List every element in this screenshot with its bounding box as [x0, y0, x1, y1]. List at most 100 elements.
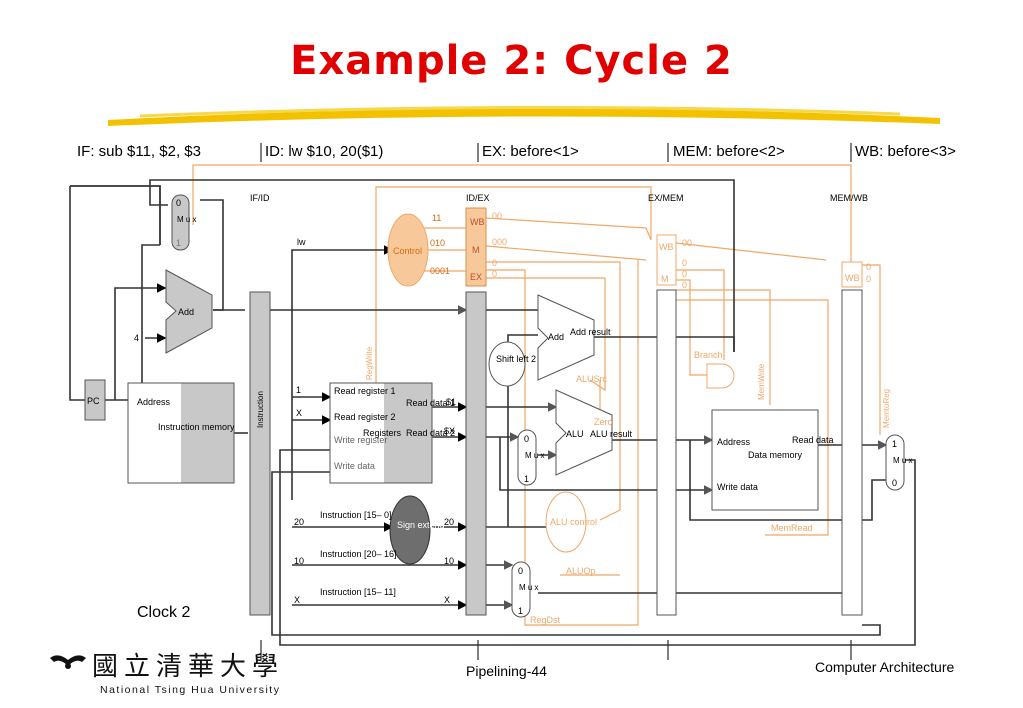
data-wires [69, 179, 916, 646]
memwb-label: MEM/WB [830, 193, 868, 203]
dmem-write-data-label: Write data [717, 482, 758, 492]
memtoreg-mux-label: M u x [893, 456, 913, 465]
rs-value: 1 [296, 385, 301, 395]
ifid-instruction-label: Instruction [256, 391, 265, 428]
memtoreg-mux [885, 434, 905, 491]
ex-ex-value-0: 0 [492, 258, 497, 268]
wb-value-0: 0 [866, 262, 871, 272]
memtoreg-mux-in0: 0 [892, 478, 897, 488]
pc-mux [171, 194, 190, 251]
alu-control-label: ALU control [550, 517, 597, 527]
regdst-mux-label: M u x [519, 583, 539, 592]
slide-title: Example 2: Cycle 2 [290, 38, 733, 84]
idex-ex-label: EX [470, 272, 482, 282]
mem-m-value-2: 0 [682, 280, 687, 290]
idex-wb-label: WB [470, 217, 485, 227]
reg-write-reg-label: Write register [334, 435, 387, 445]
alusrc-mux [517, 429, 537, 486]
branch-add-label: Add [548, 332, 564, 342]
ex-m-value: 000 [492, 237, 507, 247]
alu [555, 389, 613, 476]
idex-register [465, 291, 487, 616]
reg-read-data2-label: Read data 2 [406, 428, 455, 438]
wb-value-1: 0 [866, 274, 871, 284]
pc-register [84, 379, 106, 421]
imm-in-value: 20 [294, 517, 304, 527]
dmem-label: Data memory [748, 450, 803, 460]
university-name-english: National Tsing Hua University [100, 684, 281, 696]
regdst-mux [511, 561, 531, 618]
imem-label: Instruction memory [158, 422, 235, 432]
alu-result-label: ALU result [590, 429, 633, 439]
nthu-logo-icon [48, 650, 88, 679]
ctl-ex-value: 0001 [430, 266, 450, 276]
alu-label: ALU [566, 429, 584, 439]
idex-m-label: M [472, 245, 480, 255]
exmem-wb-label: WB [659, 242, 674, 252]
branch-adder [537, 294, 595, 381]
ex-ex-value-1: 0 [492, 269, 497, 279]
lw-label: lw [297, 237, 306, 247]
field-20-16: Instruction [20– 16] [320, 549, 397, 559]
alusrc-mux-in1: 1 [524, 474, 529, 484]
pc-adder [165, 269, 213, 354]
reg-read-data1-label: Read data 1 [406, 398, 455, 408]
sign-extend-unit [389, 495, 431, 565]
mem-m-value-1: 0 [682, 269, 687, 279]
imm-out-value: 20 [444, 517, 454, 527]
const-four: 4 [134, 333, 139, 343]
stage-if: IF: sub $11, $2, $3 [77, 143, 201, 160]
exmem-m-label: M [661, 274, 669, 284]
reg-write-data-label: Write data [334, 461, 375, 471]
pipeline-registers [249, 207, 863, 616]
mem-m-value-0: 0 [682, 258, 687, 268]
alusrc-label: ALUSrc [576, 374, 608, 384]
rd-in-value: X [294, 595, 300, 605]
branch-and-gate [706, 363, 735, 389]
pc-mux-in0: 0 [176, 198, 181, 208]
pc-mux-label: M u x [177, 215, 197, 224]
shift-left-unit [488, 341, 526, 387]
pc-mux-in1: 1 [176, 238, 181, 248]
exmem-label: EX/MEM [648, 193, 684, 203]
control-label: Control [393, 246, 422, 256]
regdst-label: RegDst [530, 615, 561, 625]
ctl-m-value: 010 [430, 238, 445, 248]
memwrite-label: MemWrite [757, 363, 766, 400]
control-unit [387, 213, 429, 287]
exmem-register [656, 289, 677, 616]
rt-value: X [296, 408, 302, 418]
shift-label: Shift left 2 [496, 354, 536, 364]
imem-address-label: Address [137, 397, 171, 407]
ctl-wb-value: 11 [432, 213, 441, 223]
rt-out-value: 10 [444, 556, 454, 566]
alu-control-unit [545, 491, 587, 553]
ifid-label: IF/ID [250, 193, 270, 203]
ifid-register [249, 291, 271, 616]
dmem-read-data-label: Read data [792, 435, 834, 445]
pc-label: PC [87, 396, 100, 406]
rt-in-value: 10 [294, 556, 304, 566]
zero-label: Zero [594, 417, 613, 427]
alusrc-mux-in0: 0 [524, 434, 529, 444]
memtoreg-mux-in1: 1 [892, 439, 897, 449]
regwrite-label: RegWrite [365, 346, 374, 380]
data-memory [711, 409, 819, 511]
branch-add-result-label: Add result [570, 327, 611, 337]
stage-mem: MEM: before<2> [673, 143, 785, 160]
course-name: Computer Architecture [815, 659, 955, 675]
regdst-mux-in0: 0 [518, 566, 523, 576]
rd2-value: $X [444, 426, 455, 436]
stage-id: ID: lw $10, 20($1) [265, 143, 384, 160]
rd1-value: $1 [446, 397, 456, 407]
clock-label: Clock 2 [137, 604, 191, 621]
ex-wb-value: 00 [492, 211, 502, 221]
page-number: Pipelining-44 [466, 663, 547, 679]
stage-ex: EX: before<1> [482, 143, 579, 160]
reg-read2-label: Read register 2 [334, 412, 396, 422]
memwb-register [841, 289, 863, 616]
control-wires [192, 164, 881, 626]
reg-read1-label: Read register 1 [334, 386, 396, 396]
